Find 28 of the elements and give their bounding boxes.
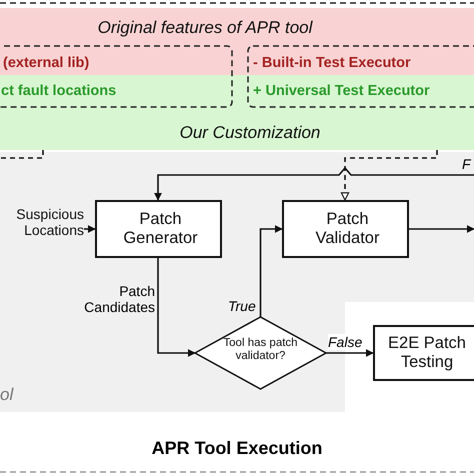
edge-label: False bbox=[328, 334, 362, 350]
band-heading: Our Customization bbox=[178, 123, 322, 143]
arrow bbox=[84, 225, 96, 233]
dashed-arrow bbox=[340, 150, 438, 201]
feature-band bbox=[0, 8, 474, 75]
arrow bbox=[260, 225, 283, 317]
arrow bbox=[326, 349, 374, 357]
band-heading: Original features of APR tool bbox=[96, 18, 314, 38]
arrow bbox=[409, 225, 474, 233]
edge-label: F bbox=[462, 156, 471, 172]
process-box bbox=[95, 200, 222, 258]
feature-text: - Built-in Test Executor bbox=[253, 55, 411, 72]
input-label: Suspicious Locations bbox=[15, 206, 84, 238]
customization-band bbox=[0, 75, 474, 150]
decision-label: Tool has patch validator? bbox=[222, 337, 299, 364]
box-label: E2E Patch Testing bbox=[387, 334, 467, 372]
process-box bbox=[282, 200, 409, 258]
arrow bbox=[157, 258, 196, 357]
box-label: Patch Validator bbox=[314, 210, 380, 248]
process-box bbox=[373, 325, 474, 381]
feature-text: + Universal Test Executor bbox=[253, 83, 430, 100]
feature-text: (external lib) bbox=[3, 55, 90, 72]
arrow bbox=[154, 166, 474, 201]
box-label: Patch Generator bbox=[122, 210, 199, 248]
section-title: APR Tool Execution bbox=[150, 438, 324, 459]
region-label: ol bbox=[0, 385, 14, 405]
edge-label: True bbox=[228, 298, 256, 314]
feature-text: ct fault locations bbox=[1, 83, 116, 100]
